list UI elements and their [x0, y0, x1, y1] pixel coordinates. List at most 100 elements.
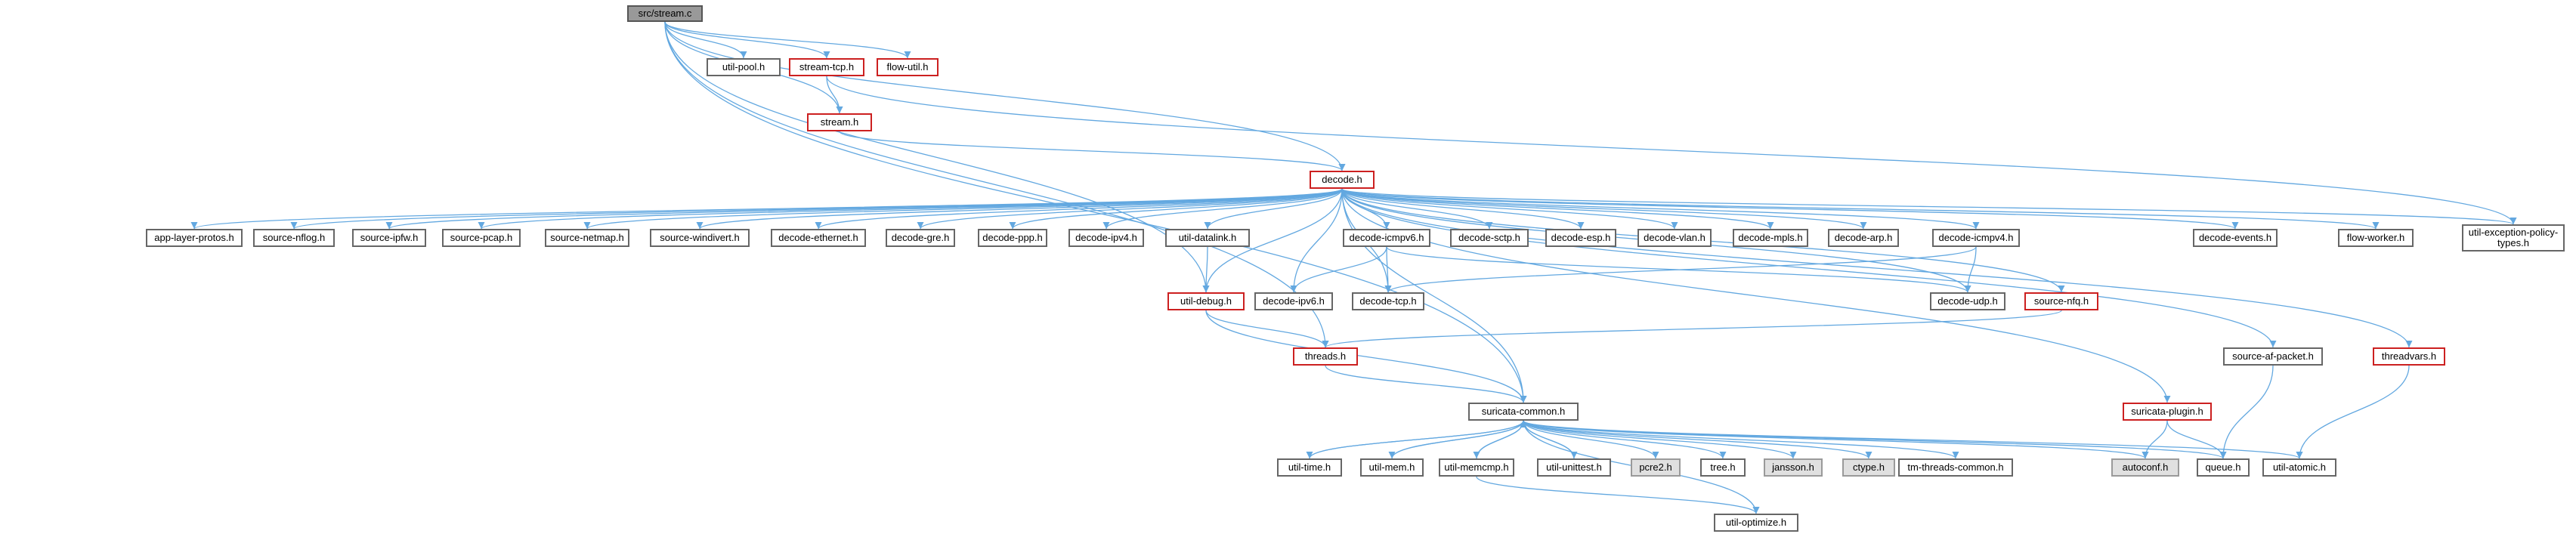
- node-util-exception[interactable]: util-exception-policy-types.h: [2462, 224, 2565, 252]
- edge-stream-tcp-to-util-exception: [826, 76, 2517, 225]
- node-util-datalink[interactable]: util-datalink.h: [1165, 229, 1250, 247]
- node-decode-arp[interactable]: decode-arp.h: [1828, 229, 1899, 247]
- node-util-unittest[interactable]: util-unittest.h: [1537, 458, 1611, 477]
- edge-decode-h-to-source-ipfw: [385, 188, 1343, 230]
- edge-util-mem-to-suricata-common: [1391, 420, 1527, 459]
- edge-decode-h-to-decode-gre: [917, 188, 1343, 230]
- edge-decode-h-to-threadvars: [1341, 188, 2413, 348]
- node-source-nflog[interactable]: source-nflog.h: [253, 229, 335, 247]
- node-util-pool[interactable]: util-pool.h: [707, 58, 781, 76]
- edge-suricata-plugin-to-autoconf: [2142, 420, 2168, 459]
- edge-util-memcmp-to-util-optimize: [1476, 476, 1760, 514]
- edge-stream-tcp-to-stream-h: [826, 76, 843, 114]
- edge-decode-icmpv4-to-decode-udp: [1964, 246, 1977, 293]
- edge-decode-h-to-decode-esp: [1341, 188, 1585, 230]
- node-source-nfq[interactable]: source-nfq.h: [2024, 292, 2098, 310]
- node-decode-gre[interactable]: decode-gre.h: [886, 229, 955, 247]
- node-jansson[interactable]: jansson.h: [1764, 458, 1823, 477]
- edge-decode-h-to-util-debug: [1202, 188, 1343, 293]
- node-suricata-plugin[interactable]: suricata-plugin.h: [2123, 403, 2212, 421]
- node-threads[interactable]: threads.h: [1293, 347, 1358, 366]
- edge-decode-h-to-source-netmap: [583, 188, 1343, 230]
- node-decode-sctp[interactable]: decode-sctp.h: [1450, 229, 1529, 247]
- node-util-atomic[interactable]: util-atomic.h: [2262, 458, 2336, 477]
- edge-decode-h-to-source-windivert: [696, 188, 1343, 230]
- edge-util-time-to-suricata-common: [1309, 420, 1527, 459]
- edge-stream-c-to-util-pool: [664, 21, 747, 59]
- node-util-optimize[interactable]: util-optimize.h: [1714, 514, 1798, 532]
- edge-suricata-common-to-tree: [1523, 420, 1727, 459]
- node-source-pcap[interactable]: source-pcap.h: [442, 229, 521, 247]
- edge-decode-h-to-decode-ethernet: [815, 188, 1343, 230]
- node-decode-ppp[interactable]: decode-ppp.h: [978, 229, 1047, 247]
- node-decode-udp[interactable]: decode-udp.h: [1930, 292, 2005, 310]
- node-util-time[interactable]: util-time.h: [1277, 458, 1342, 477]
- node-tm-threads-common[interactable]: tm-threads-common.h: [1898, 458, 2013, 477]
- edge-decode-h-to-source-af-packet: [1341, 188, 2277, 348]
- edge-stream-c-to-decode-h: [664, 21, 1346, 171]
- edge-decode-h-to-flow-worker: [1341, 188, 2380, 230]
- edge-decode-h-to-source-pcap: [478, 188, 1343, 230]
- node-source-windivert[interactable]: source-windivert.h: [650, 229, 750, 247]
- node-decode-ipv4[interactable]: decode-ipv4.h: [1068, 229, 1144, 247]
- node-decode-vlan[interactable]: decode-vlan.h: [1637, 229, 1712, 247]
- node-flow-worker[interactable]: flow-worker.h: [2338, 229, 2414, 247]
- edge-decode-h-to-decode-events: [1341, 188, 2239, 230]
- node-pcre2[interactable]: pcre2.h: [1631, 458, 1681, 477]
- node-decode-ipv6[interactable]: decode-ipv6.h: [1254, 292, 1333, 310]
- node-source-af-packet[interactable]: source-af-packet.h: [2223, 347, 2323, 366]
- edge-suricata-common-to-util-atomic: [1523, 420, 2303, 459]
- node-queue[interactable]: queue.h: [2197, 458, 2250, 477]
- edge-stream-c-to-stream-tcp: [664, 21, 830, 59]
- node-suricata-common[interactable]: suricata-common.h: [1468, 403, 1579, 421]
- node-util-memcmp[interactable]: util-memcmp.h: [1439, 458, 1514, 477]
- node-threadvars[interactable]: threadvars.h: [2373, 347, 2445, 366]
- edge-decode-h-to-decode-arp: [1341, 188, 1867, 230]
- node-stream-h[interactable]: stream.h: [807, 113, 872, 131]
- node-ctype[interactable]: ctype.h: [1842, 458, 1895, 477]
- edge-decode-h-to-util-datalink: [1204, 188, 1343, 230]
- edge-threads-to-suricata-common: [1325, 365, 1527, 403]
- edge-suricata-common-to-ctype: [1523, 420, 1872, 459]
- node-source-netmap[interactable]: source-netmap.h: [545, 229, 629, 247]
- node-decode-icmpv4[interactable]: decode-icmpv4.h: [1932, 229, 2020, 247]
- edge-stream-c-to-threads: [664, 21, 1329, 348]
- edge-decode-h-to-decode-sctp: [1341, 188, 1493, 230]
- node-flow-util[interactable]: flow-util.h: [877, 58, 939, 76]
- edge-suricata-common-to-tm-threads-common: [1523, 420, 1959, 459]
- edge-suricata-common-to-pcre2: [1523, 420, 1659, 459]
- edge-util-debug-to-threads: [1205, 310, 1329, 348]
- node-decode-ethernet[interactable]: decode-ethernet.h: [771, 229, 866, 247]
- edge-decode-h-to-decode-ppp: [1009, 188, 1343, 230]
- node-decode-events[interactable]: decode-events.h: [2193, 229, 2278, 247]
- node-decode-esp[interactable]: decode-esp.h: [1545, 229, 1616, 247]
- edge-stream-c-to-suricata-common: [664, 21, 1527, 403]
- edge-suricata-common-to-autoconf: [1523, 420, 2149, 459]
- edge-util-datalink-to-util-debug: [1202, 246, 1210, 293]
- edge-suricata-common-to-jansson: [1523, 420, 1797, 459]
- edge-util-debug-to-suricata-common: [1205, 310, 1527, 403]
- node-util-mem[interactable]: util-mem.h: [1360, 458, 1424, 477]
- node-stream-tcp[interactable]: stream-tcp.h: [789, 58, 864, 76]
- edge-decode-icmpv6-to-decode-ipv6: [1290, 246, 1387, 293]
- node-stream-c[interactable]: src/stream.c: [627, 5, 703, 22]
- node-decode-h[interactable]: decode.h: [1310, 171, 1375, 189]
- node-app-layer-protos[interactable]: app-layer-protos.h: [146, 229, 243, 247]
- node-decode-icmpv6[interactable]: decode-icmpv6.h: [1343, 229, 1430, 247]
- edge-suricata-common-to-queue: [1523, 420, 2227, 459]
- node-decode-tcp[interactable]: decode-tcp.h: [1352, 292, 1424, 310]
- node-util-debug[interactable]: util-debug.h: [1167, 292, 1245, 310]
- edge-decode-h-to-decode-ipv6: [1290, 188, 1343, 293]
- node-decode-mpls[interactable]: decode-mpls.h: [1733, 229, 1808, 247]
- edge-threadvars-to-util-atomic: [2296, 365, 2410, 459]
- node-autoconf[interactable]: autoconf.h: [2111, 458, 2179, 477]
- edge-source-af-packet-to-queue: [2219, 365, 2274, 459]
- node-tree[interactable]: tree.h: [1700, 458, 1746, 477]
- node-source-ipfw[interactable]: source-ipfw.h: [352, 229, 426, 247]
- edge-stream-c-to-flow-util: [664, 21, 911, 59]
- edge-decode-h-to-decode-vlan: [1341, 188, 1678, 230]
- edge-decode-h-to-decode-ipv4: [1102, 188, 1343, 230]
- edge-decode-h-to-decode-mpls: [1341, 188, 1774, 230]
